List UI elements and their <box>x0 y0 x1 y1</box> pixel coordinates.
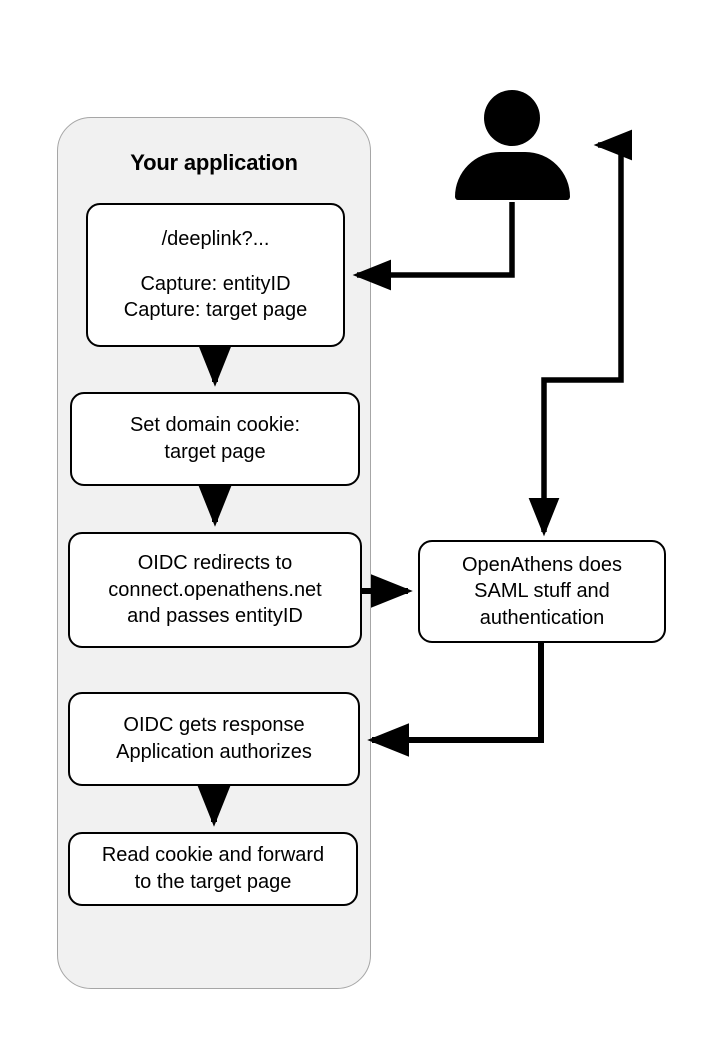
edge-user-return-rail <box>541 142 624 530</box>
edge-openathens-to-oidc-response <box>367 643 544 757</box>
node-oidc-redirects-line-2: connect.openathens.net <box>108 578 322 601</box>
person-head-icon <box>484 90 540 146</box>
node-oidc-redirects-line-1: OIDC redirects to <box>137 552 293 575</box>
node-oidc-redirects-line-3: and passes entityID <box>127 605 303 628</box>
node-openathens-line-2: SAML stuff and <box>474 580 610 603</box>
node-deeplink-line-1: /deeplink?... <box>161 228 270 251</box>
node-set-cookie-line-1: Set domain cookie: <box>129 414 301 437</box>
node-deeplink[interactable]: /deeplink?... Capture: entityID Capture:… <box>86 203 345 347</box>
node-read-cookie-line-1: Read cookie and forward <box>101 844 325 867</box>
node-oidc-response-line-2: Application authorizes <box>116 741 312 763</box>
node-oidc-gets-response[interactable]: OIDC gets response Application authorize… <box>68 692 360 786</box>
node-deeplink-line-2: Capture: entityID <box>140 272 291 295</box>
node-read-cookie-line-2: to the target page <box>134 871 292 893</box>
node-openathens-line-3: authentication <box>479 606 605 629</box>
your-application-label: Your application <box>130 150 298 175</box>
person-icon <box>455 90 570 202</box>
node-openathens-line-1: OpenAthens does <box>461 553 623 576</box>
node-set-cookie-line-2: target page <box>164 441 266 463</box>
node-deeplink-spacer <box>94 253 337 271</box>
node-openathens[interactable]: OpenAthens does SAML stuff and authentic… <box>418 540 666 643</box>
node-oidc-response-line-1: OIDC gets response <box>123 714 305 737</box>
node-read-cookie[interactable]: Read cookie and forward to the target pa… <box>68 832 358 906</box>
node-deeplink-line-3: Capture: target page <box>123 299 308 322</box>
node-set-domain-cookie[interactable]: Set domain cookie: target page <box>70 392 360 486</box>
person-body-icon <box>455 152 570 200</box>
node-oidc-redirects[interactable]: OIDC redirects to connect.openathens.net… <box>68 532 362 648</box>
edge-user-to-deeplink <box>352 202 515 291</box>
